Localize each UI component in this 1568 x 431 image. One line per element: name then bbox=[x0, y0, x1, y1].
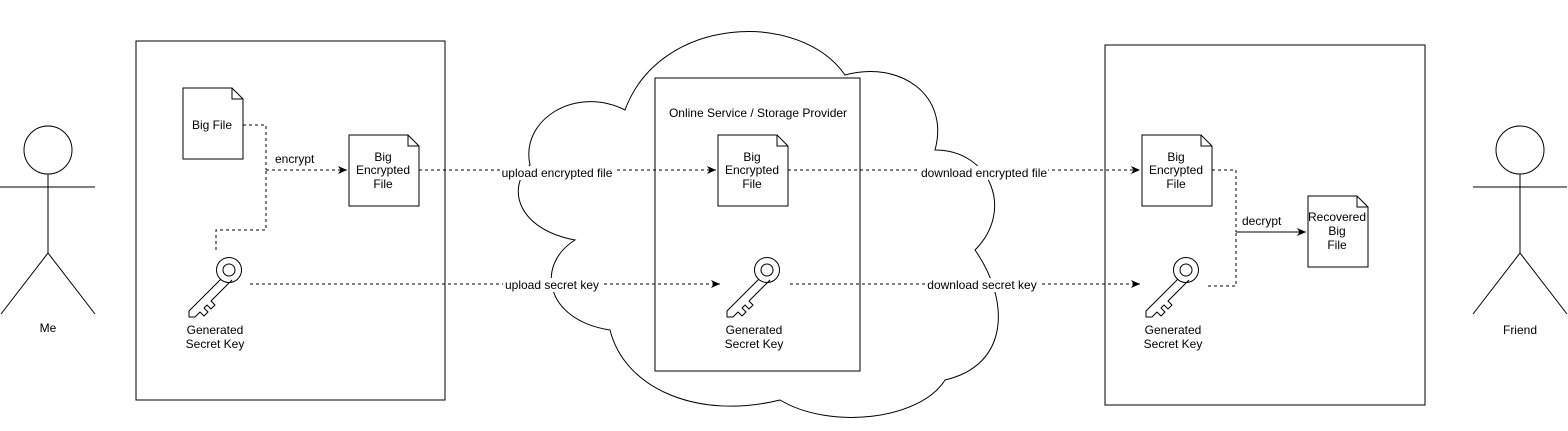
edge-label-upload-key: upload secret key bbox=[505, 278, 599, 292]
actor-label-me: Me bbox=[40, 321, 57, 335]
edge-label-download-file: download encrypted file bbox=[921, 166, 1047, 180]
doc-label-line: Big bbox=[743, 150, 760, 164]
edge-label-decrypt: decrypt bbox=[1242, 214, 1282, 228]
document-icon: Big Encrypted File bbox=[717, 134, 789, 207]
sender-container bbox=[135, 40, 446, 401]
doc-label-line: Big bbox=[374, 150, 391, 164]
connector-key-to-encrypt bbox=[215, 170, 267, 250]
doc-label-line: File bbox=[742, 177, 762, 191]
person-icon bbox=[0, 125, 96, 315]
doc-label-line: File bbox=[1327, 238, 1347, 252]
key-caption: Generated bbox=[187, 323, 244, 337]
doc-label-big-file: Big File bbox=[192, 118, 232, 132]
person-icon bbox=[1472, 125, 1568, 315]
connector-file-to-encrypt bbox=[243, 124, 267, 170]
doc-label-line: File bbox=[1166, 177, 1186, 191]
doc-label-line: Encrypted bbox=[356, 163, 410, 177]
receiver-container bbox=[1104, 44, 1426, 406]
edge-label-download-key: download secret key bbox=[927, 278, 1036, 292]
doc-label-line: Encrypted bbox=[1149, 163, 1203, 177]
cloud-shape bbox=[517, 31, 999, 418]
key-icon bbox=[188, 257, 242, 318]
document-icon: Recovered Big File bbox=[1307, 195, 1369, 268]
document-icon: Big Encrypted File bbox=[1141, 134, 1213, 207]
key-caption: Secret Key bbox=[725, 337, 784, 351]
key-icon bbox=[726, 257, 780, 318]
document-icon: Big File bbox=[182, 87, 244, 160]
document-icon: Big Encrypted File bbox=[348, 134, 420, 207]
actor-label-friend: Friend bbox=[1503, 323, 1537, 337]
doc-label-line: File bbox=[373, 177, 393, 191]
service-title: Online Service / Storage Provider bbox=[669, 106, 847, 120]
edge-label-encrypt: encrypt bbox=[275, 152, 315, 166]
connector-key-to-decrypt bbox=[1208, 232, 1237, 287]
key-caption: Generated bbox=[1145, 323, 1202, 337]
doc-label-line: Encrypted bbox=[725, 163, 779, 177]
doc-label-line: Big bbox=[1167, 150, 1184, 164]
doc-label-line: Big bbox=[1328, 224, 1345, 238]
key-caption: Generated bbox=[726, 323, 783, 337]
connector-file-to-decrypt bbox=[1212, 169, 1237, 232]
doc-label-line: Recovered bbox=[1308, 210, 1366, 224]
key-caption: Secret Key bbox=[1144, 337, 1203, 351]
key-icon bbox=[1145, 257, 1199, 318]
key-caption: Secret Key bbox=[186, 337, 245, 351]
edge-label-upload-file: upload encrypted file bbox=[502, 166, 613, 180]
service-container bbox=[654, 77, 861, 372]
